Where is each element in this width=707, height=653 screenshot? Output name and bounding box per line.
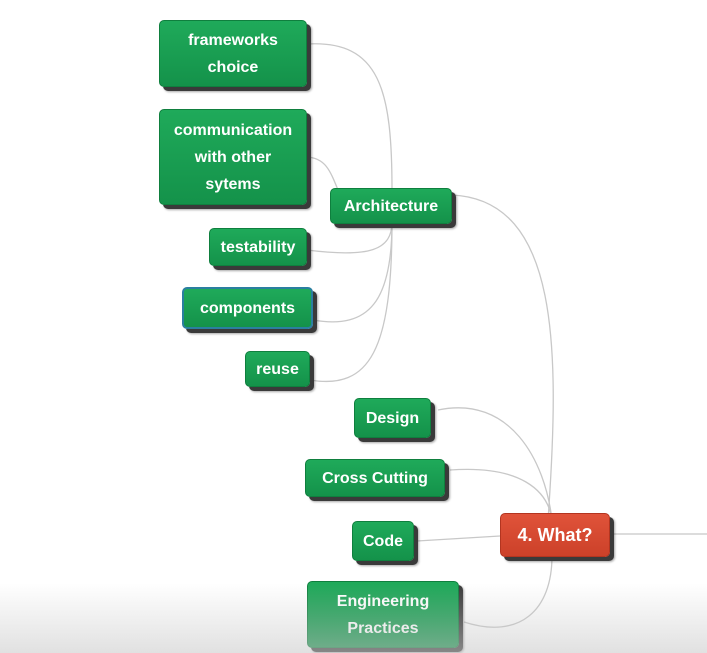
node-cross-cutting[interactable]: Cross Cutting	[305, 459, 445, 497]
node-components[interactable]: components	[182, 287, 313, 329]
link-arch-components	[312, 221, 393, 323]
node-root-what[interactable]: 4. What?	[500, 513, 610, 557]
node-frameworks-choice[interactable]: frameworks choice	[159, 20, 307, 87]
link-root-engineering	[463, 555, 553, 628]
link-arch-communication	[306, 156, 339, 191]
link-root-code	[416, 535, 501, 542]
link-root-design	[437, 407, 553, 521]
node-communication-with-other-systems[interactable]: communication with other sytems	[159, 109, 307, 205]
link-root-architecture	[451, 194, 554, 521]
node-code[interactable]: Code	[352, 521, 414, 561]
link-arch-frameworks	[306, 43, 393, 191]
node-architecture[interactable]: Architecture	[330, 188, 452, 224]
node-engineering-practices[interactable]: Engineering Practices	[307, 581, 459, 648]
link-arch-reuse	[309, 221, 393, 382]
link-arch-testability	[306, 221, 393, 254]
link-root-cross-cutting	[449, 468, 553, 521]
node-reuse[interactable]: reuse	[245, 351, 310, 387]
node-design[interactable]: Design	[354, 398, 431, 438]
node-testability[interactable]: testability	[209, 228, 307, 266]
